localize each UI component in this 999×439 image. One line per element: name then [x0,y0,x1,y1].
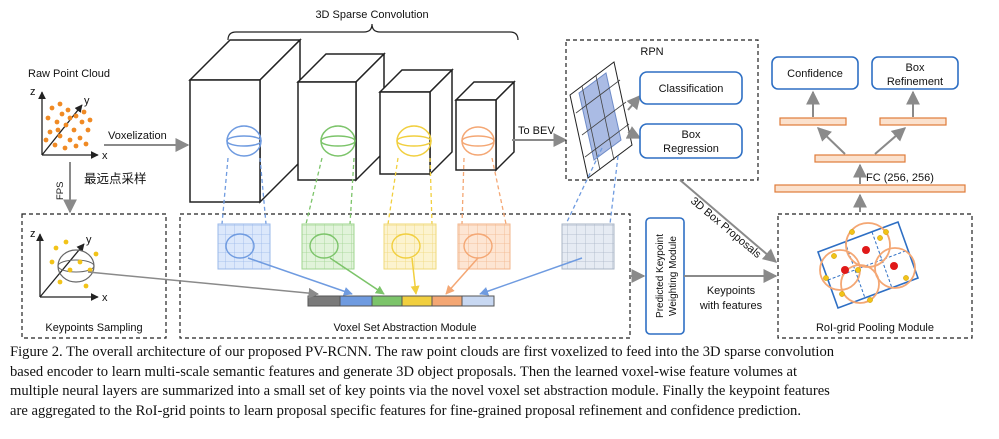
classification-label: Classification [659,83,724,95]
fps-chinese-label: 最远点采样 [84,171,147,186]
voxel-grid-blue [217,223,271,270]
classification-box [639,71,743,105]
kp-axis-y: y [86,234,92,246]
raw-points [43,101,93,151]
axis-y-label: y [84,95,90,107]
pkw-label-1: Predicted Keypoint [655,234,666,318]
caption-line-2: based encoder to learn multi-scale seman… [10,363,798,380]
to-bev-label: To BEV [518,125,555,137]
voxelization-label: Voxelization [108,130,167,142]
box-regression-box [639,123,743,159]
roi-grid-label: RoI-grid Pooling Module [816,322,934,334]
keypoints-label-1: Keypoints [707,285,756,297]
caption-line-4: are aggregated to the RoI-grid points to… [10,402,801,419]
bev-grid [569,61,633,179]
roi-grid-visual [816,220,920,310]
kp-axis-z: z [30,228,36,240]
fc-layers [774,117,966,193]
proposals-arrow [679,179,778,263]
conv-cube-1 [188,38,302,204]
confidence-box [771,56,859,90]
conv-ball-yellow [396,125,432,157]
conv-cube-2 [296,52,386,182]
conv-ball-green [320,125,356,157]
rpn-label: RPN [640,46,663,58]
kp-axis-x: x [102,292,108,304]
box-refinement-label-1: Box [906,62,925,74]
raw-point-cloud-label: Raw Point Cloud [28,68,110,80]
proposals-label: 3D Box Proposals [688,195,764,261]
axis-x-label: x [102,150,108,162]
bev-to-reg-arrow [625,126,642,139]
bev-to-cls-arrow [626,94,641,111]
box-refinement-box [871,56,959,90]
voxel-grid-green [301,223,355,270]
head-arrows [806,90,920,212]
caption-line-3: multiple neural layers are summarized in… [10,383,830,400]
keypoints-label-2: with features [699,300,763,312]
conv-ball-orange [461,126,495,156]
feature-bar [307,295,495,307]
box-regression-label-2: Regression [663,143,719,155]
roi-grid-box [777,213,973,339]
caption-line-1: Figure 2. The overall architecture of ou… [10,344,835,360]
box-regression-label-1: Box [682,129,701,141]
confidence-label: Confidence [787,68,843,80]
raw-point-cloud: Raw Point Cloud z x y [28,68,110,162]
pkw-label-2: Weighting Module [668,236,679,316]
fps-label: FPS [55,182,66,200]
fc-label: FC (256, 256) [866,172,934,184]
voxel-grid-yellow [383,223,437,270]
keypoints-plot: z x y [30,228,108,304]
conv-cube-4 [454,80,516,172]
box-refinement-label-2: Refinement [887,76,943,88]
feature-arrows [87,257,583,299]
rpn-box [565,39,759,181]
figure-caption: Figure 2. The overall architecture of ou… [10,343,985,421]
sparse-conv-block: 3D Sparse Convolution [188,9,519,204]
voxel-sa-label: Voxel Set Abstraction Module [333,322,476,334]
keypoints-sampling-box [21,213,167,339]
keypoints-sampling-label: Keypoints Sampling [45,322,142,334]
conv-cube-3 [378,68,454,176]
axis-z-label: z [30,86,36,98]
conv-ball-blue [226,125,262,157]
sparse-conv-title: 3D Sparse Convolution [315,9,428,21]
projection-lines [221,147,619,225]
voxel-grid-orange [457,223,511,270]
sparse-conv-brace [227,23,519,41]
